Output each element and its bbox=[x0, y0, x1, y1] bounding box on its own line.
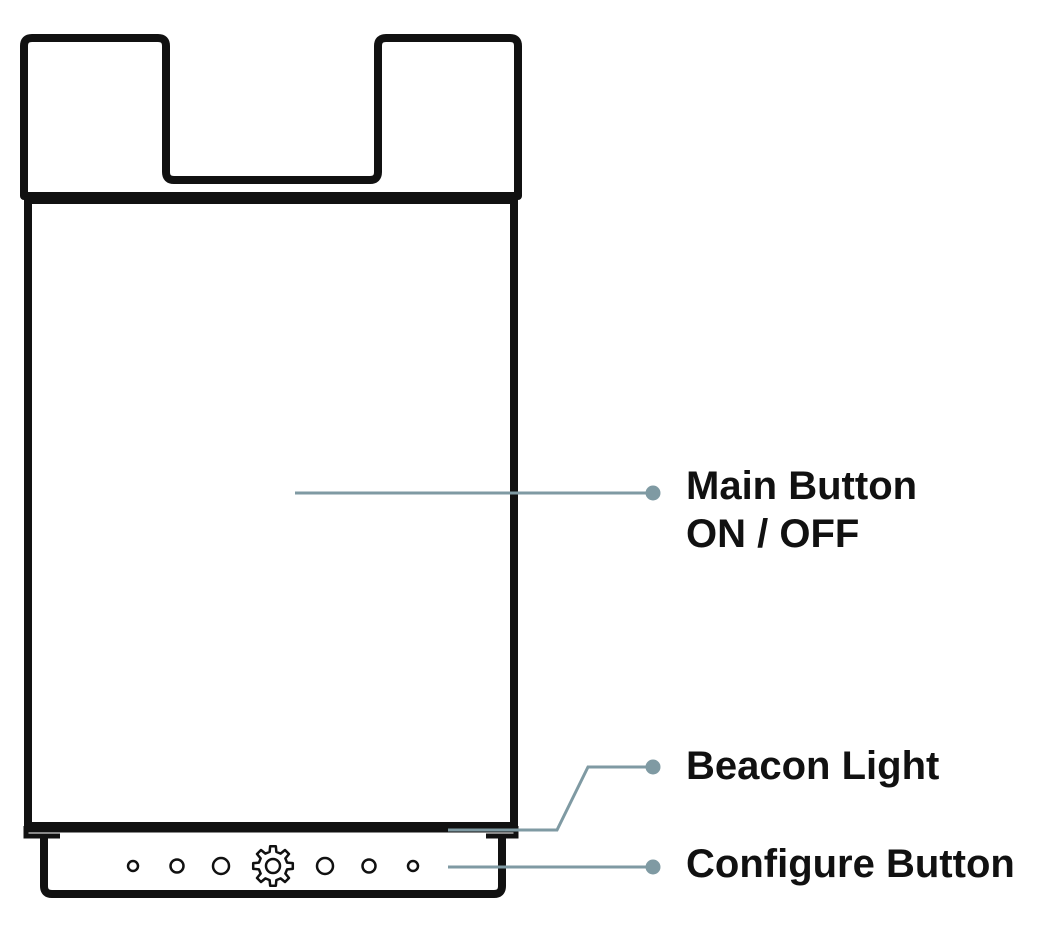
gear-icon[interactable] bbox=[251, 844, 295, 888]
callout-dot-configure-button bbox=[645, 859, 661, 875]
led-dot-icon bbox=[169, 858, 185, 874]
callout-dot-beacon-light bbox=[645, 759, 661, 775]
led-dot-icon bbox=[315, 856, 335, 876]
led-dot-icon bbox=[406, 859, 420, 873]
beacon-light-corner-left bbox=[23, 826, 60, 839]
main-button-label-line2: ON / OFF bbox=[686, 512, 860, 556]
indicator-lights bbox=[126, 856, 420, 876]
main-button-panel[interactable] bbox=[24, 196, 518, 830]
configure-button-label-text: Configure Button bbox=[686, 842, 1015, 886]
callout-beacon-light bbox=[448, 759, 661, 832]
beacon-light-label-text: Beacon Light bbox=[686, 744, 940, 788]
gear-hub bbox=[264, 857, 282, 875]
device-base bbox=[40, 838, 506, 898]
gear-outline bbox=[251, 844, 295, 888]
device-top-cap bbox=[20, 34, 522, 200]
main-button-label: Main Button ON / OFF bbox=[686, 462, 917, 558]
beacon-light-label: Beacon Light bbox=[686, 742, 939, 790]
main-button-label-line1: Main Button bbox=[686, 464, 918, 508]
callout-line-beacon-light bbox=[448, 765, 652, 832]
callout-configure-button bbox=[448, 859, 661, 875]
led-dot-icon bbox=[211, 856, 231, 876]
led-dot-icon bbox=[361, 858, 377, 874]
callout-dot-main-button bbox=[645, 485, 661, 501]
callout-main-button bbox=[295, 485, 661, 501]
configure-button-label: Configure Button bbox=[686, 840, 1015, 888]
led-dot-icon bbox=[126, 859, 140, 873]
